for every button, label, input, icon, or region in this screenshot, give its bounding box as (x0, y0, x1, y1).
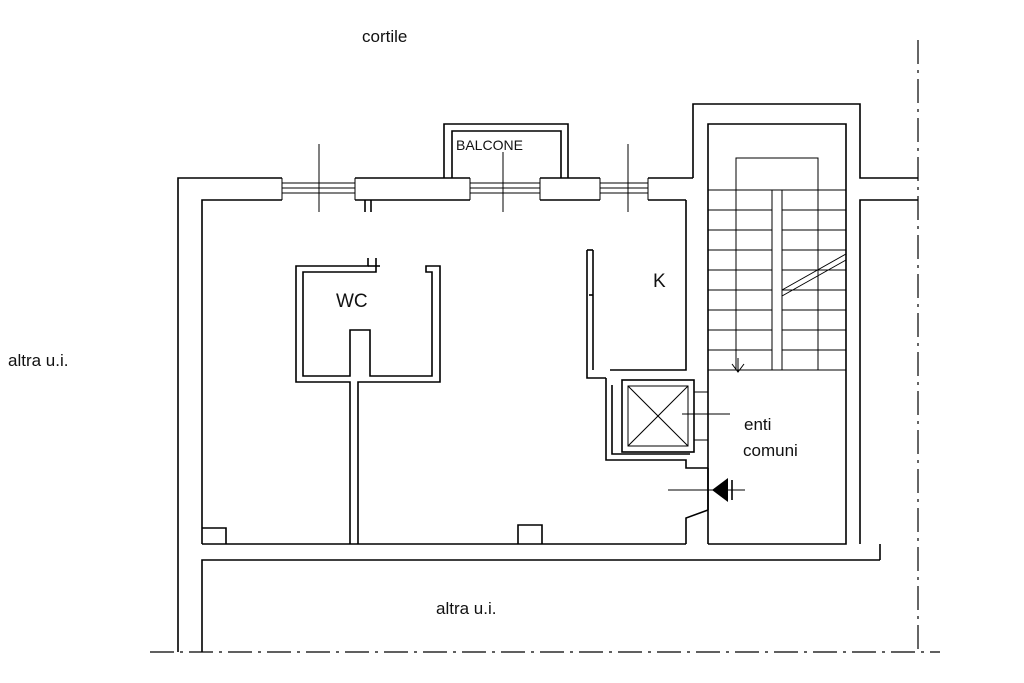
neighbor-left-label: altra u.i. (8, 351, 68, 370)
balcony-label: BALCONE (456, 137, 523, 153)
balcony (443, 123, 569, 178)
entrance-door (668, 468, 745, 510)
courtyard-label: cortile (362, 27, 407, 46)
kitchen-partition (586, 249, 606, 379)
window-left (281, 144, 356, 212)
common-areas-label-line1: enti (744, 415, 771, 434)
neighbor-bottom-label: altra u.i. (436, 599, 496, 618)
kitchen-label: K (653, 271, 666, 292)
window-balcony-door (469, 152, 541, 212)
stairwell (692, 103, 918, 560)
exterior-walls (177, 177, 880, 652)
common-areas-label-line2: comuni (743, 441, 798, 460)
wc-label: WC (336, 291, 368, 312)
wc-walls (295, 258, 441, 544)
elevator (605, 378, 730, 469)
window-right (599, 144, 649, 212)
